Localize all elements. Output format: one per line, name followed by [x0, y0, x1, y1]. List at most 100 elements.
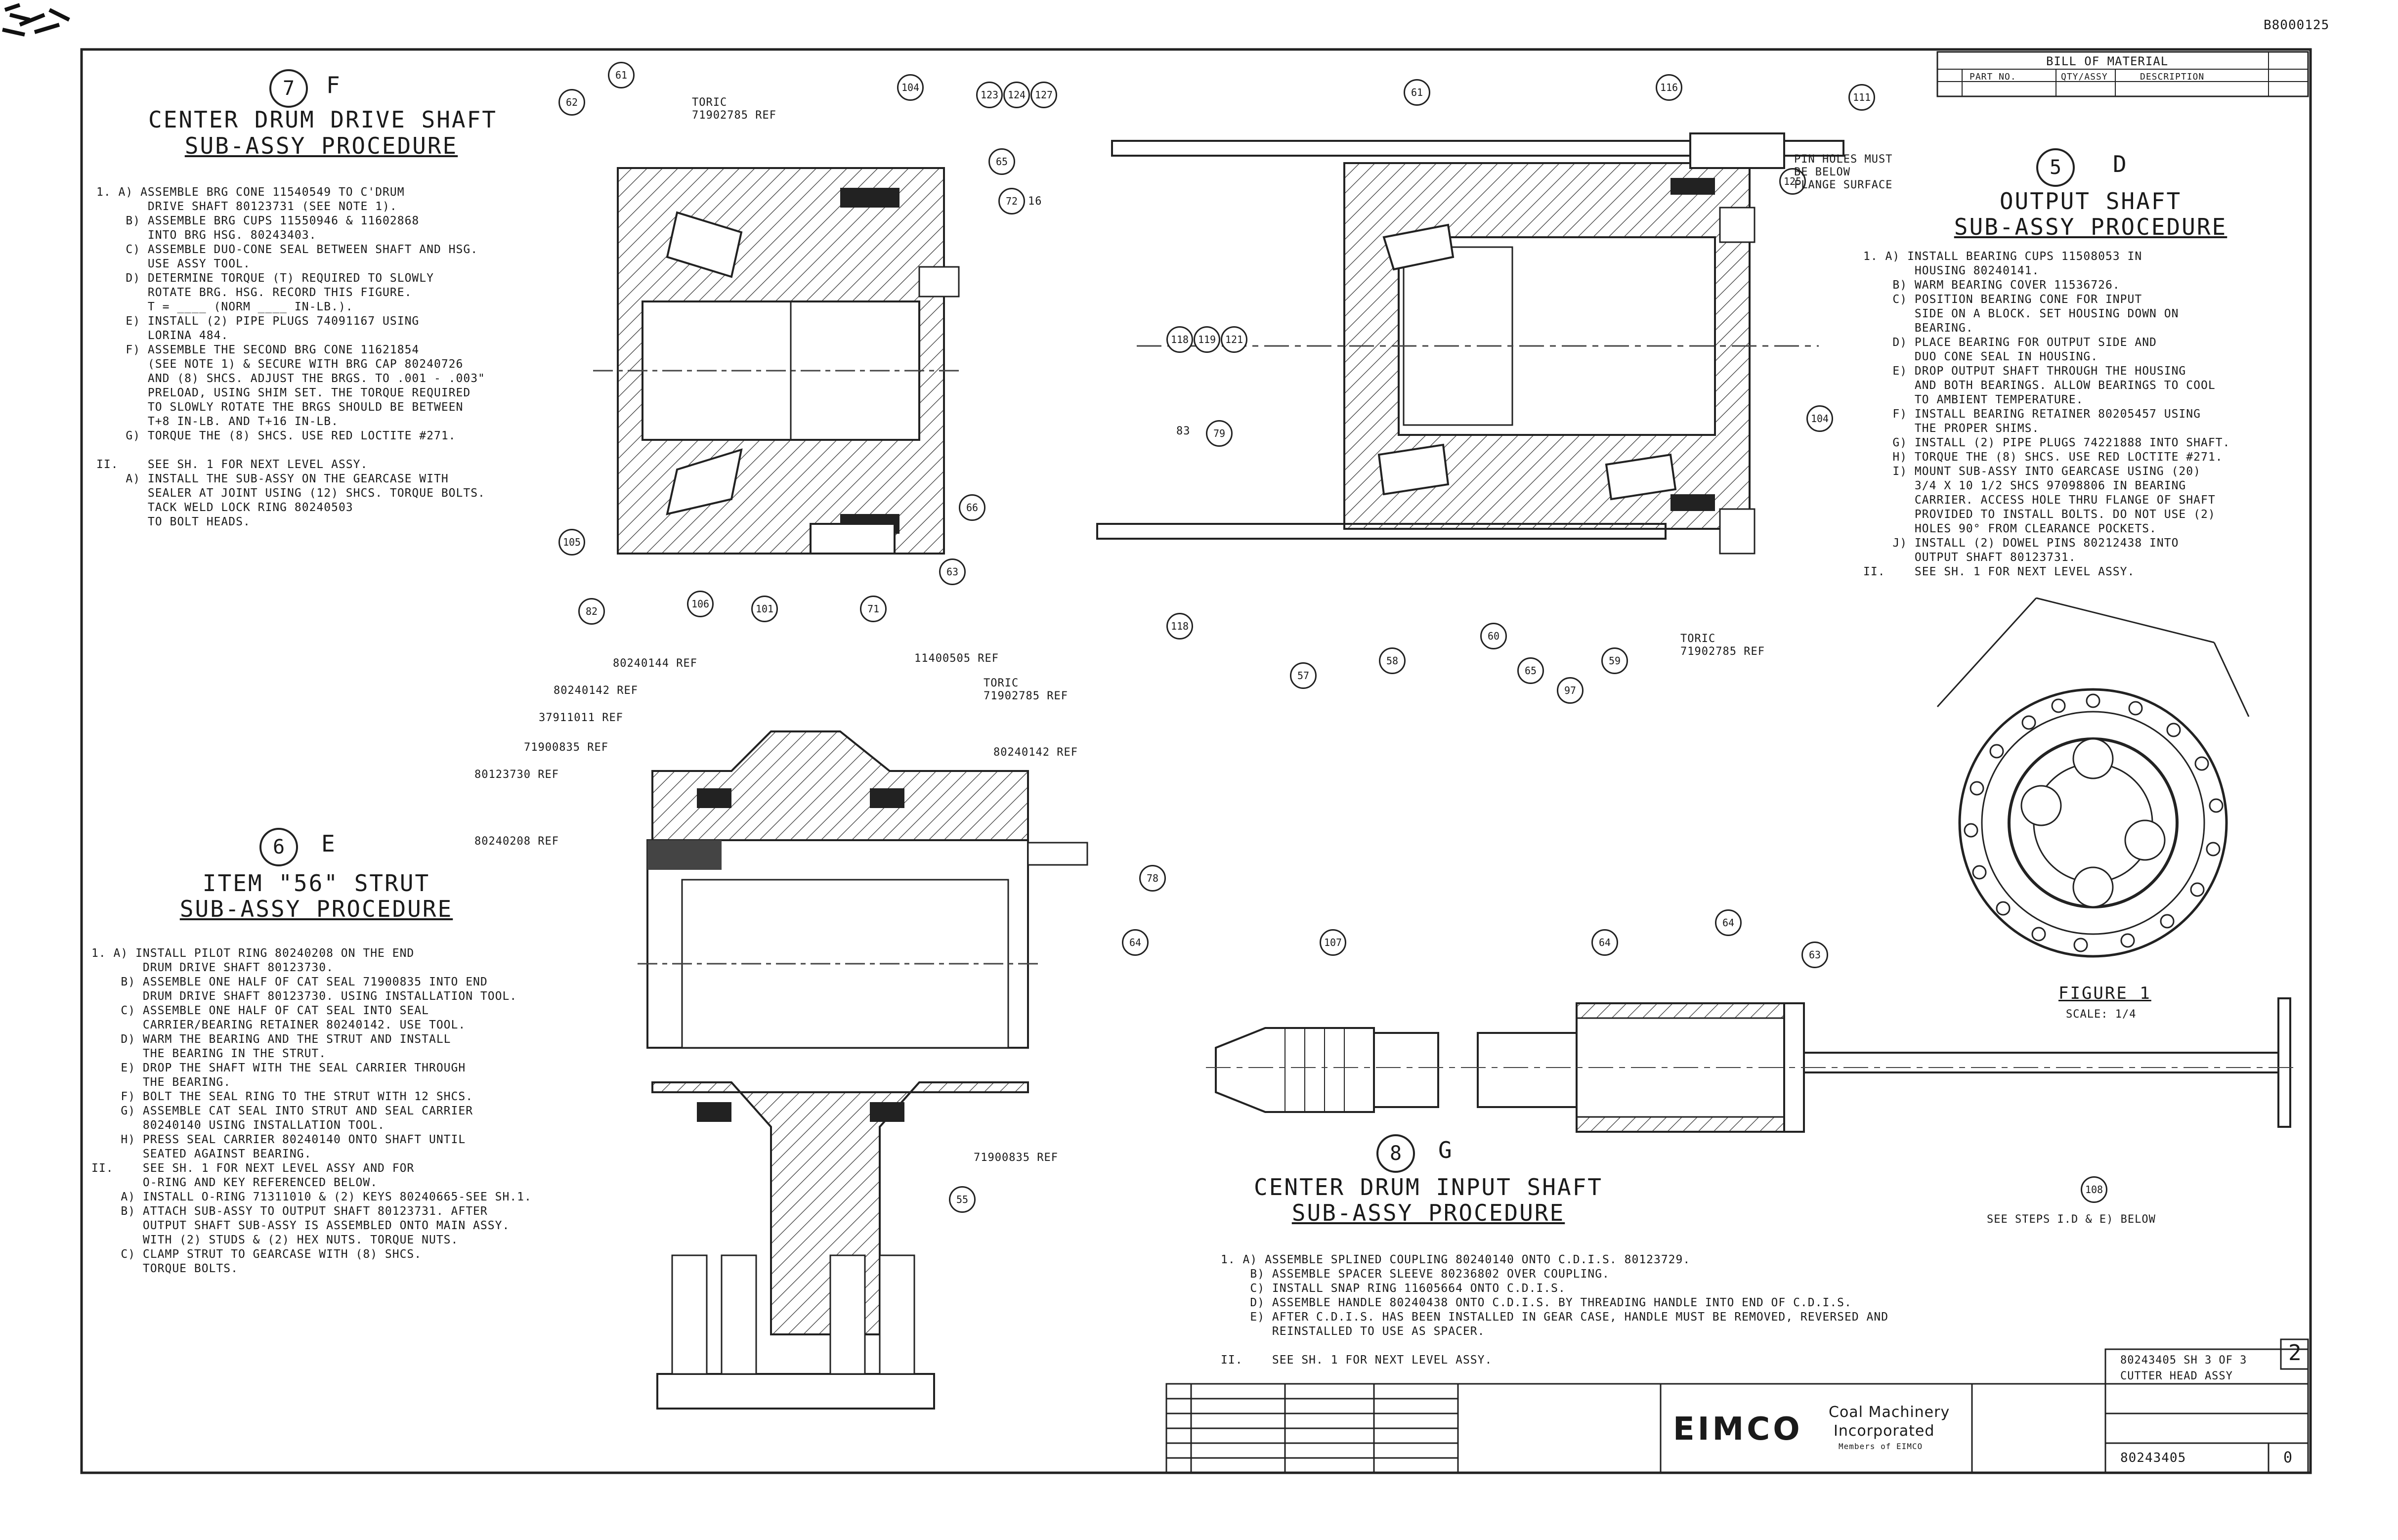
procedure-step: F) ASSEMBLE THE SECOND BRG CONE 11621854 — [96, 343, 420, 356]
callout-bubble: 63 — [1801, 941, 1828, 968]
procedure-step: E) INSTALL (2) PIPE PLUGS 74091167 USING — [96, 315, 420, 328]
procedure-step: 1. A) ASSEMBLE BRG CONE 11540549 TO C'DR… — [96, 186, 405, 199]
procedure-step: TACK WELD LOCK RING 80240503 — [96, 501, 353, 514]
revision: 0 — [2283, 1449, 2293, 1466]
sheet-number: 80243405 SH 3 OF 3 — [2120, 1354, 2247, 1367]
section-5-title: OUTPUT SHAFT — [1999, 188, 2182, 214]
toric-ref-label: TORIC 71902785 REF — [692, 96, 776, 122]
ref-label: 11400505 REF — [914, 652, 999, 665]
procedure-step: LORINA 484. — [96, 329, 229, 342]
bom-col-part: PART NO. — [1970, 72, 2016, 82]
section-7-title: CENTER DRUM DRIVE SHAFT — [148, 106, 497, 133]
bom-col-desc: DESCRIPTION — [2140, 72, 2205, 82]
callout-bubble: 118 — [1166, 613, 1193, 640]
procedure-step: ROTATE BRG. HSG. RECORD THIS FIGURE. — [96, 286, 412, 299]
callout-bubble: 124 — [1003, 82, 1030, 108]
drawing-number: 80243405 — [2120, 1451, 2186, 1465]
bom-box — [1936, 51, 2309, 97]
section-6-letter: E — [321, 830, 337, 857]
procedure-step: TO BOLT HEADS. — [96, 515, 251, 528]
procedure-step: J) INSTALL (2) DOWEL PINS 80212438 INTO — [1863, 537, 2179, 550]
procedure-step: 1. A) INSTALL BEARING CUPS 11508053 IN — [1863, 250, 2142, 263]
procedure-step: B) ATTACH SUB-ASSY TO OUTPUT SHAFT 80123… — [91, 1205, 488, 1218]
procedure-step: T = ____ (NORM ____ IN-LB.). — [96, 300, 353, 313]
procedure-step: THE BEARING IN THE STRUT. — [91, 1047, 327, 1060]
callout-bubble: 79 — [1206, 420, 1233, 447]
procedure-step: 80240140 USING INSTALLATION TOOL. — [91, 1119, 385, 1132]
callout-bubble: 106 — [687, 591, 714, 617]
section-drive-shaft-drawing — [593, 167, 964, 555]
section-output-shaft-drawing — [1096, 132, 1844, 555]
company-name-line2: Incorporated — [1834, 1422, 1935, 1440]
callout-bubble: 65 — [1517, 657, 1544, 684]
procedure-step: G) TORQUE THE (8) SHCS. USE RED LOCTITE … — [96, 429, 456, 442]
ref-label: 80240142 REF — [554, 684, 638, 697]
section-7-subtitle: SUB-ASSY PROCEDURE — [184, 132, 458, 159]
callout-bubble: 60 — [1480, 623, 1507, 649]
procedure-step: F) INSTALL BEARING RETAINER 80205457 USI… — [1863, 408, 2201, 421]
procedure-step: CARRIER/BEARING RETAINER 80240142. USE T… — [91, 1019, 466, 1031]
procedure-step: II. SEE SH. 1 FOR NEXT LEVEL ASSY. — [1221, 1354, 1493, 1367]
section-input-shaft-drawing — [1206, 997, 2298, 1133]
callout-bubble: 107 — [1320, 929, 1346, 956]
procedure-step: DRUM DRIVE SHAFT 80123730. — [91, 961, 334, 974]
callout-bubble: 62 — [558, 89, 585, 116]
ref-label: 80240208 REF — [474, 835, 559, 848]
ref-label: 80123730 REF — [474, 769, 559, 781]
callout-bubble: 111 — [1848, 84, 1875, 111]
figure-scale: SCALE: 1/4 — [2066, 1008, 2137, 1021]
procedure-step: E) AFTER C.D.I.S. HAS BEEN INSTALLED IN … — [1221, 1311, 1889, 1324]
callout-bubble: 61 — [608, 62, 635, 88]
procedure-step: A) INSTALL THE SUB-ASSY ON THE GEARCASE … — [96, 472, 449, 485]
callout-bubble: 64 — [1591, 929, 1618, 956]
procedure-step: SEALER AT JOINT USING (12) SHCS. TORQUE … — [96, 487, 485, 500]
callout-bubble: 78 — [1139, 865, 1166, 892]
procedure-step: INTO BRG HSG. 80243403. — [96, 229, 317, 242]
callout-bubble: 61 — [1404, 79, 1430, 106]
procedure-step: SIDE ON A BLOCK. SET HOUSING DOWN ON — [1863, 307, 2179, 320]
procedure-step: E) DROP OUTPUT SHAFT THROUGH THE HOUSING — [1863, 365, 2186, 378]
procedure-step: OUTPUT SHAFT SUB-ASSY IS ASSEMBLED ONTO … — [91, 1219, 510, 1232]
section-5-subtitle: SUB-ASSY PROCEDURE — [1954, 214, 2227, 240]
callout-bubble: 105 — [558, 529, 585, 556]
procedure-step — [1221, 1339, 1888, 1353]
procedure-step: PROVIDED TO INSTALL BOLTS. DO NOT USE (2… — [1863, 508, 2216, 521]
procedure-step: THE BEARING. — [91, 1076, 231, 1089]
procedure-step: F) BOLT THE SEAL RING TO THE STRUT WITH … — [91, 1090, 473, 1103]
sheet-mark-box — [2280, 1338, 2309, 1370]
callout-bubble: 58 — [1379, 647, 1406, 674]
section-8-letter: G — [1438, 1137, 1454, 1163]
procedure-step: C) CLAMP STRUT TO GEARCASE WITH (8) SHCS… — [91, 1248, 422, 1261]
callout-bubble: 116 — [1656, 74, 1682, 101]
ref-label: 71900835 REF — [524, 741, 608, 754]
procedure-step: BEARING. — [1863, 322, 1973, 335]
procedure-step: C) ASSEMBLE DUO-CONE SEAL BETWEEN SHAFT … — [96, 243, 478, 256]
callout-bubble: 119 — [1194, 326, 1220, 353]
procedure-step: HOUSING 80240141. — [1863, 264, 2040, 277]
section-8-subtitle: SUB-ASSY PROCEDURE — [1291, 1199, 1565, 1226]
procedure-step: DRUM DRIVE SHAFT 80123730. USING INSTALL… — [91, 990, 517, 1003]
section-7-letter: F — [326, 72, 342, 98]
procedure-step: OUTPUT SHAFT 80123731. — [1863, 551, 2076, 564]
ref-label: 71900835 REF — [974, 1152, 1058, 1164]
callout-bubble: 63 — [939, 558, 966, 585]
callout-bubble: 59 — [1601, 647, 1628, 674]
callout-bubble: 121 — [1221, 326, 1247, 353]
callout-bubble: 64 — [1122, 929, 1149, 956]
pin-holes-note: PIN HOLES MUST BE BELOW FLANGE SURFACE — [1794, 153, 1893, 191]
section-8-title: CENTER DRUM INPUT SHAFT — [1254, 1174, 1603, 1200]
procedure-step: TO SLOWLY ROTATE THE BRGS SHOULD BE BETW… — [96, 401, 464, 414]
ref-label: 80240142 REF — [993, 746, 1078, 759]
callout-bubble: 71 — [860, 596, 887, 622]
procedure-step: TORQUE BOLTS. — [91, 1262, 238, 1275]
procedure-step: H) PRESS SEAL CARRIER 80240140 ONTO SHAF… — [91, 1133, 466, 1146]
callout-bubble: 104 — [1806, 405, 1833, 432]
procedure-step: D) ASSEMBLE HANDLE 80240438 ONTO C.D.I.S… — [1221, 1296, 1852, 1309]
section-6-subtitle: SUB-ASSY PROCEDURE — [179, 896, 453, 922]
procedure-step: DUO CONE SEAL IN HOUSING. — [1863, 350, 2098, 363]
procedure-step: II. SEE SH. 1 FOR NEXT LEVEL ASSY AND FO… — [91, 1162, 415, 1175]
procedure-step: C) POSITION BEARING CONE FOR INPUT — [1863, 293, 2142, 306]
section-5-letter: D — [2113, 151, 2128, 177]
callout-bubble: 55 — [949, 1186, 976, 1213]
